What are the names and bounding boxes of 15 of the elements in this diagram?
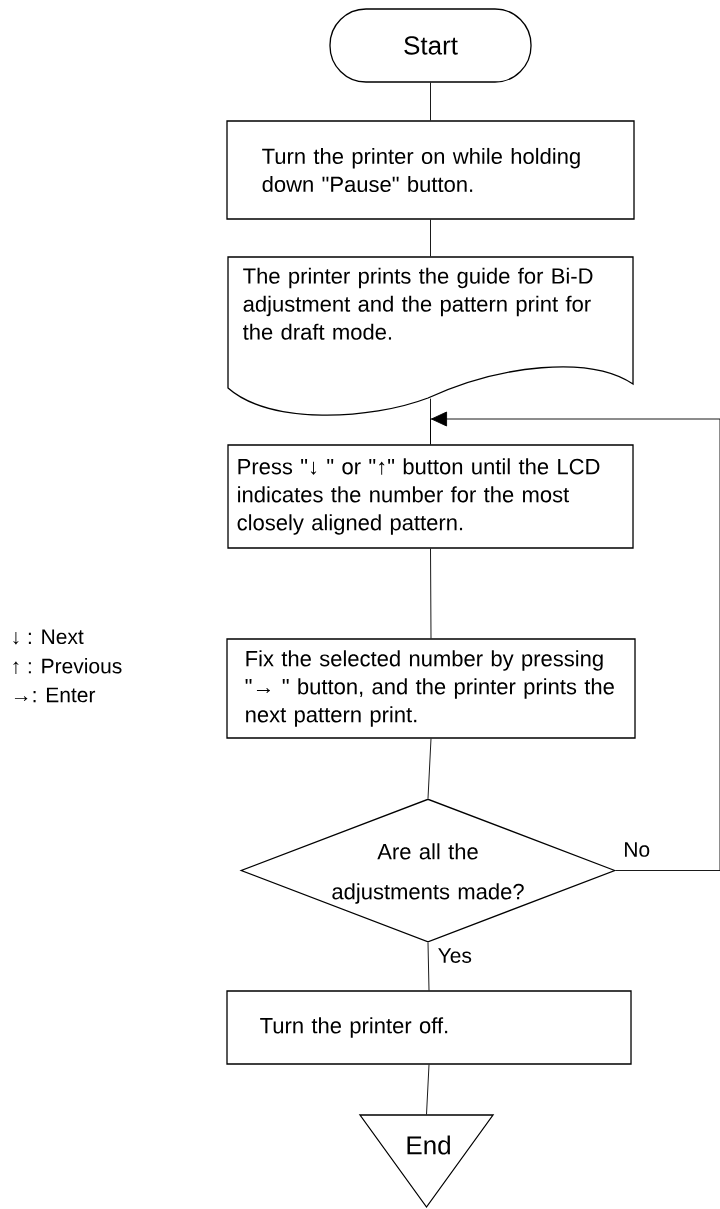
process-box: Turn the printer off. xyxy=(226,990,632,1065)
connector-line xyxy=(427,738,432,799)
legend-text: ↓ : Next xyxy=(13,629,84,645)
connector-line xyxy=(430,548,432,639)
legend-text: ↑ : Previous xyxy=(13,658,122,674)
connector-line xyxy=(430,82,431,121)
process-box: Press "↓ " or "↑" button until the LCD indicates the number for the most closely aligned pattern. xyxy=(227,444,634,549)
process-box: Turn the printer on while holding down "Pause" button. xyxy=(226,120,635,220)
edge-label: Yes xyxy=(436,947,473,964)
connector-line xyxy=(426,1064,430,1115)
legend-text: →: Enter xyxy=(14,687,96,703)
process-box: Fix the selected number by pressing "→ " button, and the printer prints the next pattern print. xyxy=(226,638,636,739)
connector-line xyxy=(430,219,431,257)
connector-line xyxy=(427,942,430,991)
edge-label: No xyxy=(622,841,652,858)
